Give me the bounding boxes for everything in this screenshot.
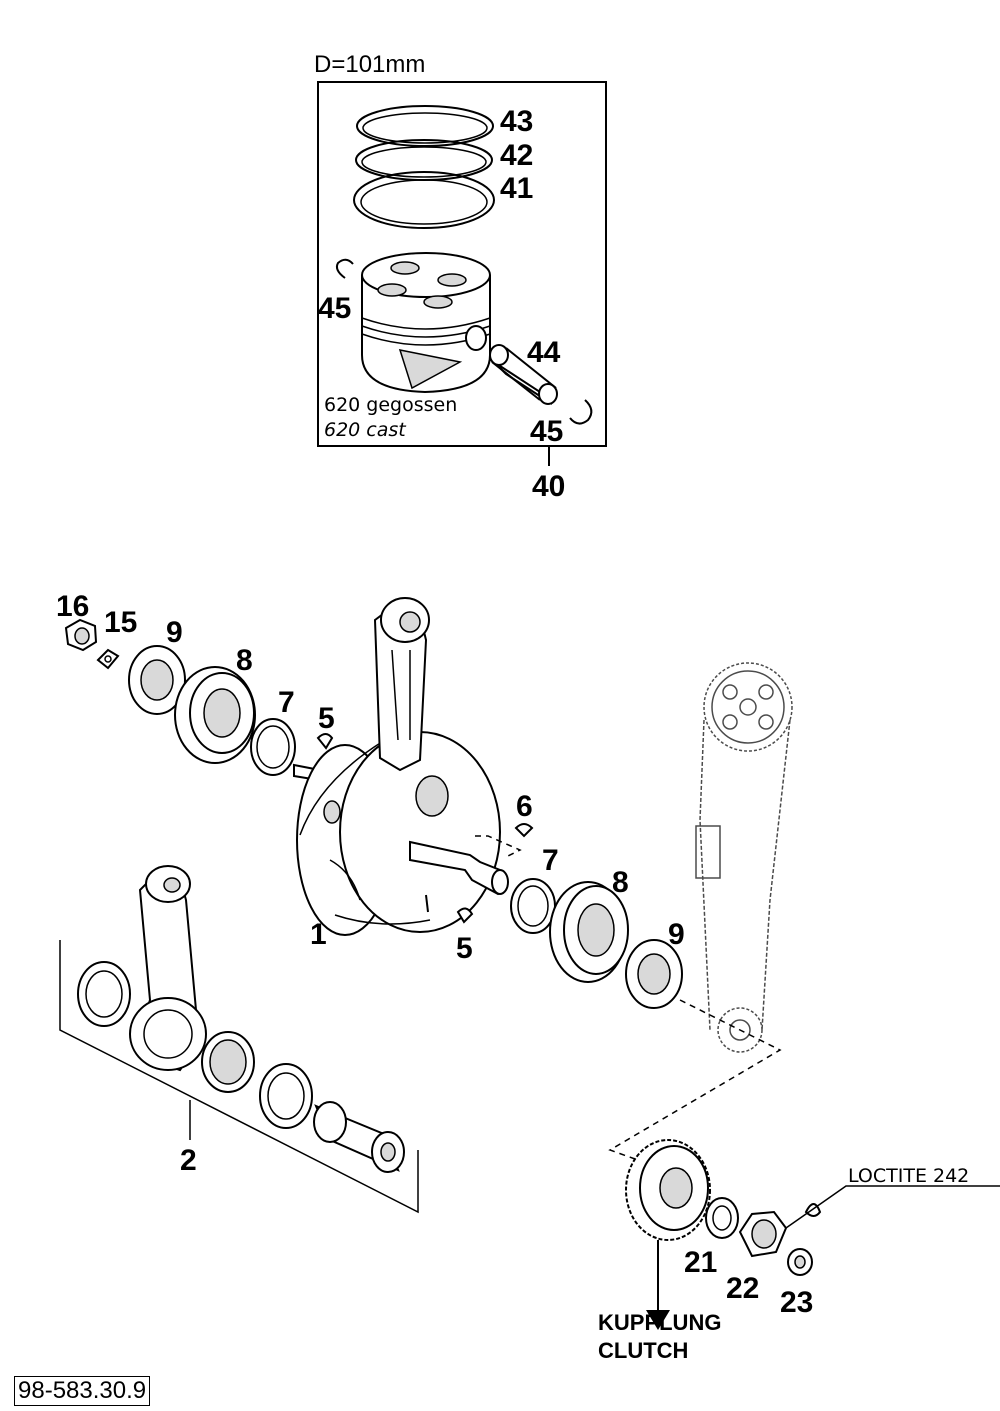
- piston-ring-43: [356, 105, 494, 147]
- piston-diameter-label: D=101mm: [314, 51, 425, 78]
- needle-bearing: [201, 1031, 255, 1093]
- nut-16: [64, 618, 98, 652]
- callout-5-upper: 5: [318, 702, 335, 735]
- callout-15: 15: [104, 606, 137, 639]
- callout-8-left: 8: [236, 644, 253, 677]
- piston: [361, 252, 491, 394]
- shaft-seal-9-right: [625, 939, 683, 1009]
- woodruff-key-5-upper: [316, 733, 334, 750]
- washer-21: [705, 1197, 739, 1239]
- ball-bearing-8-left: [174, 666, 256, 764]
- shim-7-left: [250, 718, 296, 776]
- callout-7-right: 7: [542, 844, 559, 877]
- crankshaft-1: [293, 597, 522, 936]
- woodruff-key-5-lower: [456, 907, 474, 924]
- loctite-leader: [785, 1185, 1000, 1229]
- alignment-dash-line: [608, 999, 782, 1169]
- callout-6: 6: [516, 790, 533, 823]
- callout-45-right: 45: [530, 415, 563, 448]
- kit-bracket: [59, 940, 419, 1214]
- connecting-rod: [129, 865, 207, 1072]
- screw-23: [787, 1248, 813, 1276]
- nut-22: [738, 1210, 788, 1258]
- crankshaft-assembly: 16 15 9 8 7 5 1 6 7 8 5 9: [56, 590, 685, 1009]
- callout-16: 16: [56, 590, 89, 623]
- callout-21: 21: [684, 1246, 717, 1279]
- clutch-label-de: KUPPLUNG: [598, 1310, 721, 1335]
- timing-chain: [695, 662, 793, 1053]
- callout-23: 23: [780, 1286, 813, 1319]
- note-cast: 620 cast: [324, 419, 407, 441]
- callout-45-left: 45: [318, 292, 351, 325]
- callout-2: 2: [180, 1144, 197, 1177]
- clutch-arrow-head: [646, 1310, 670, 1330]
- circlip-45-left: [335, 258, 354, 279]
- callout-42: 42: [500, 139, 533, 172]
- callout-8-right: 8: [612, 866, 629, 899]
- piston-assembly-box: D=101mm: [314, 51, 607, 503]
- woodruff-key-6: [514, 823, 534, 838]
- callout-43: 43: [500, 105, 533, 138]
- callout-22: 22: [726, 1272, 759, 1305]
- callout-7-left: 7: [278, 686, 295, 719]
- callout-1: 1: [310, 918, 327, 951]
- crank-pin: [313, 1101, 405, 1173]
- connecting-rod-kit-2: 2: [59, 865, 419, 1214]
- crankshaft-gear: [625, 1139, 711, 1241]
- ball-bearing-8-right: [549, 881, 629, 983]
- document-number: 98-583.30.9: [14, 1376, 151, 1406]
- callout-40: 40: [532, 470, 565, 503]
- callout-41: 41: [500, 172, 533, 205]
- loctite-label: LOCTITE 242: [848, 1165, 969, 1187]
- note-gegossen: 620 gegossen: [324, 394, 457, 416]
- rod-shim-left: [77, 961, 131, 1027]
- shaft-seal-9-left: [128, 645, 186, 715]
- shim-7-right: [510, 878, 556, 934]
- piston-ring-41: [353, 171, 495, 229]
- callout-9-right: 9: [668, 918, 685, 951]
- callout-5-lower: 5: [456, 932, 473, 965]
- circlip-45-right: [569, 399, 593, 425]
- callout-44: 44: [527, 336, 561, 369]
- callout-9-left: 9: [166, 616, 183, 649]
- clutch-label-en: CLUTCH: [598, 1338, 688, 1363]
- rod-shim-right: [259, 1063, 313, 1129]
- lock-washer-15: [96, 648, 120, 670]
- piston-pin-44: [489, 344, 558, 405]
- piston-box-frame: [317, 81, 607, 447]
